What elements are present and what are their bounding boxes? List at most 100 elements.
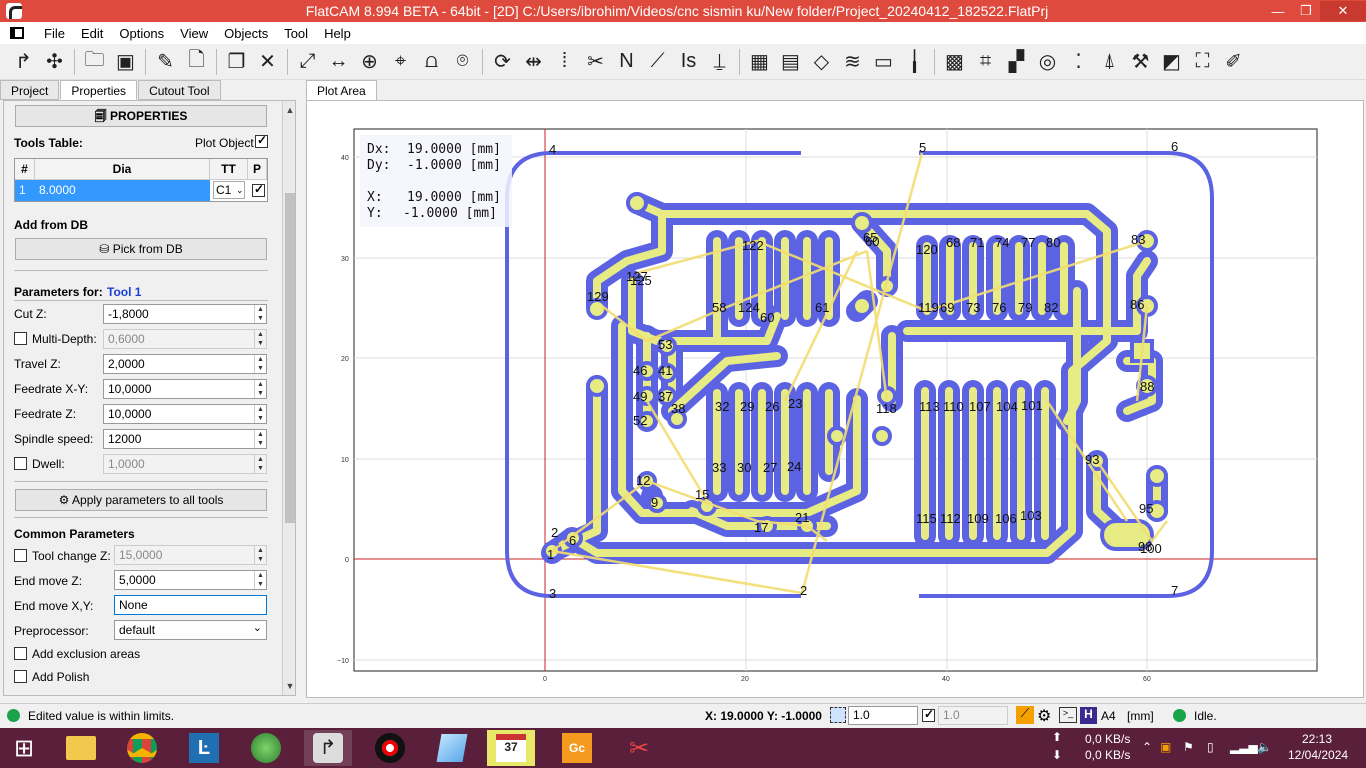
- spin-arrows-icon[interactable]: ▲▼: [254, 546, 266, 564]
- menu-options[interactable]: Options: [119, 25, 165, 41]
- exclusion-areas-checkbox[interactable]: [14, 647, 27, 660]
- notepad-icon[interactable]: [428, 730, 476, 766]
- open-excellon-icon[interactable]: ✣: [46, 51, 63, 73]
- dwell-checkbox[interactable]: [14, 457, 27, 470]
- spin-arrows-icon[interactable]: ▲▼: [254, 355, 266, 373]
- scroll-thumb[interactable]: [285, 193, 295, 523]
- scroll-down-icon[interactable]: ▼: [285, 681, 295, 691]
- menu-tool[interactable]: Tool: [284, 25, 309, 41]
- spin-arrows-icon[interactable]: ▲▼: [254, 330, 266, 348]
- table-row[interactable]: 1 8.0000: [15, 180, 210, 201]
- calendar-app-icon[interactable]: 37: [487, 730, 535, 766]
- clock-date[interactable]: 12/04/2024: [1288, 748, 1349, 762]
- copy-document-icon[interactable]: ❐: [227, 51, 246, 73]
- feedrate-z-input[interactable]: 10,0000▲▼: [103, 404, 267, 424]
- travel-z-input[interactable]: 2,0000▲▼: [103, 354, 267, 374]
- tray-chevron-icon[interactable]: ⌃: [1142, 740, 1153, 754]
- tab-cutout-tool[interactable]: Cutout Tool: [138, 80, 221, 100]
- menu-objects[interactable]: Objects: [224, 25, 269, 41]
- distance-icon[interactable]: ⤢: [299, 50, 316, 72]
- file-explorer-icon[interactable]: [57, 730, 105, 766]
- open-folder-icon[interactable]: 🗀: [84, 48, 105, 71]
- grid-y-input[interactable]: 1.0: [938, 706, 1008, 725]
- delete-icon[interactable]: ✕: [259, 51, 276, 73]
- multi-depth-checkbox[interactable]: [14, 332, 27, 345]
- gear-icon[interactable]: ⚙: [1037, 708, 1052, 725]
- menu-help[interactable]: Help: [324, 25, 351, 41]
- distance-min-icon[interactable]: ↔: [328, 50, 349, 72]
- spin-arrows-icon[interactable]: ▲▼: [254, 455, 266, 473]
- flip-icon[interactable]: ⇹: [525, 51, 542, 73]
- signal-icon[interactable]: ▂▃▅: [1230, 740, 1258, 754]
- add-polish-checkbox[interactable]: [14, 670, 27, 683]
- tray-flag-icon[interactable]: ⚑: [1183, 740, 1194, 754]
- copper-thieving-icon[interactable]: ⌗: [979, 50, 992, 72]
- qrcode-icon[interactable]: ▩: [945, 51, 964, 73]
- punch-icon[interactable]: ⁚: [1075, 51, 1082, 73]
- preprocessor-select[interactable]: default⌄: [114, 620, 267, 640]
- tray-app-icon[interactable]: ▣: [1160, 740, 1172, 754]
- align-icon[interactable]: ⁞: [561, 50, 568, 72]
- cutout-icon[interactable]: ✂: [587, 51, 604, 73]
- tab-project[interactable]: Project: [0, 80, 60, 100]
- dwell-input[interactable]: 1,0000▲▼: [103, 454, 267, 474]
- tool-change-checkbox[interactable]: [14, 549, 27, 562]
- corner-markers-icon[interactable]: ⚒: [1131, 51, 1150, 73]
- snipping-tool-icon[interactable]: ✂: [628, 734, 650, 762]
- spin-arrows-icon[interactable]: ▲▼: [254, 380, 266, 398]
- fullscreen-icon[interactable]: ⛶: [1195, 50, 1210, 72]
- calibration-icon[interactable]: ◎: [1038, 51, 1057, 73]
- pcb-plot[interactable]: 40 30 20 10 0 −10 0 20 40 60: [307, 101, 1363, 697]
- end-move-xy-input[interactable]: None: [114, 595, 267, 615]
- apply-all-tools-button[interactable]: ⚙ Apply parameters to all tools: [15, 489, 267, 511]
- tab-properties[interactable]: Properties: [60, 80, 138, 100]
- fiducials-icon[interactable]: ▞: [1008, 51, 1025, 73]
- open-gerber-icon[interactable]: ↱: [15, 51, 32, 73]
- spin-arrows-icon[interactable]: ▲▼: [254, 305, 266, 323]
- origin-icon[interactable]: ⊕: [361, 51, 378, 73]
- chrome-icon[interactable]: [118, 730, 166, 766]
- pick-from-db-button[interactable]: ⛁ Pick from DB: [15, 238, 267, 260]
- new-document-icon[interactable]: 🗋: [188, 48, 205, 71]
- calc-icon[interactable]: ≋: [844, 51, 861, 73]
- jump-to-icon[interactable]: ⩍: [425, 50, 438, 72]
- axis-icon[interactable]: ⟋: [1016, 706, 1034, 724]
- properties-header-button[interactable]: 🗐 PROPERTIES: [15, 105, 267, 127]
- tray-battery-icon[interactable]: ▯: [1207, 740, 1214, 754]
- panelize-icon[interactable]: ▦: [750, 51, 769, 73]
- clock-time[interactable]: 22:13: [1302, 732, 1333, 746]
- panel-scrollbar[interactable]: ▲ ▼: [282, 101, 295, 695]
- plot-canvas[interactable]: 40 30 20 10 0 −10 0 20 40 60: [306, 100, 1364, 698]
- menu-file[interactable]: File: [44, 25, 65, 41]
- menu-edit[interactable]: Edit: [80, 25, 104, 41]
- minimize-button[interactable]: —: [1271, 3, 1285, 19]
- etch-compensation-icon[interactable]: ◩: [1162, 51, 1181, 73]
- extract-icon[interactable]: ▭: [874, 51, 893, 73]
- scroll-up-icon[interactable]: ▲: [285, 105, 295, 115]
- tool-change-input[interactable]: 15,0000▲▼: [114, 545, 267, 565]
- solder-paste-icon[interactable]: ⍊: [713, 50, 726, 72]
- pdf-icon[interactable]: ◇: [813, 51, 830, 73]
- close-button[interactable]: ✕: [1320, 1, 1366, 21]
- units-label[interactable]: [mm]: [1127, 709, 1154, 723]
- windows-start-icon[interactable]: ⊞: [13, 734, 35, 762]
- edit-pencil-icon[interactable]: ✎: [157, 51, 174, 73]
- shell-icon[interactable]: >_: [1059, 707, 1077, 723]
- grid-lock-checkbox[interactable]: [922, 707, 935, 722]
- globe-app-icon[interactable]: [242, 730, 290, 766]
- paint-icon[interactable]: ⟋: [650, 50, 665, 72]
- app-menu-icon[interactable]: [10, 27, 24, 39]
- menu-view[interactable]: View: [180, 25, 209, 41]
- plot-object-checkbox[interactable]: [255, 133, 268, 148]
- flatcam-icon[interactable]: ↱: [304, 730, 352, 766]
- hud-icon[interactable]: H: [1080, 707, 1097, 724]
- ncc-icon[interactable]: N: [619, 50, 634, 72]
- end-move-z-input[interactable]: 5,0000▲▼: [114, 570, 267, 590]
- film-icon[interactable]: ▤: [781, 51, 800, 73]
- locate-icon[interactable]: ⌖: [394, 50, 407, 72]
- cut-z-input[interactable]: -1,8000▲▼: [103, 304, 267, 324]
- feedrate-xy-input[interactable]: 10,0000▲▼: [103, 379, 267, 399]
- replot-icon[interactable]: ⟳: [494, 51, 511, 73]
- grid-x-input[interactable]: 1.0: [848, 706, 918, 725]
- isolation-icon[interactable]: Is: [680, 50, 697, 72]
